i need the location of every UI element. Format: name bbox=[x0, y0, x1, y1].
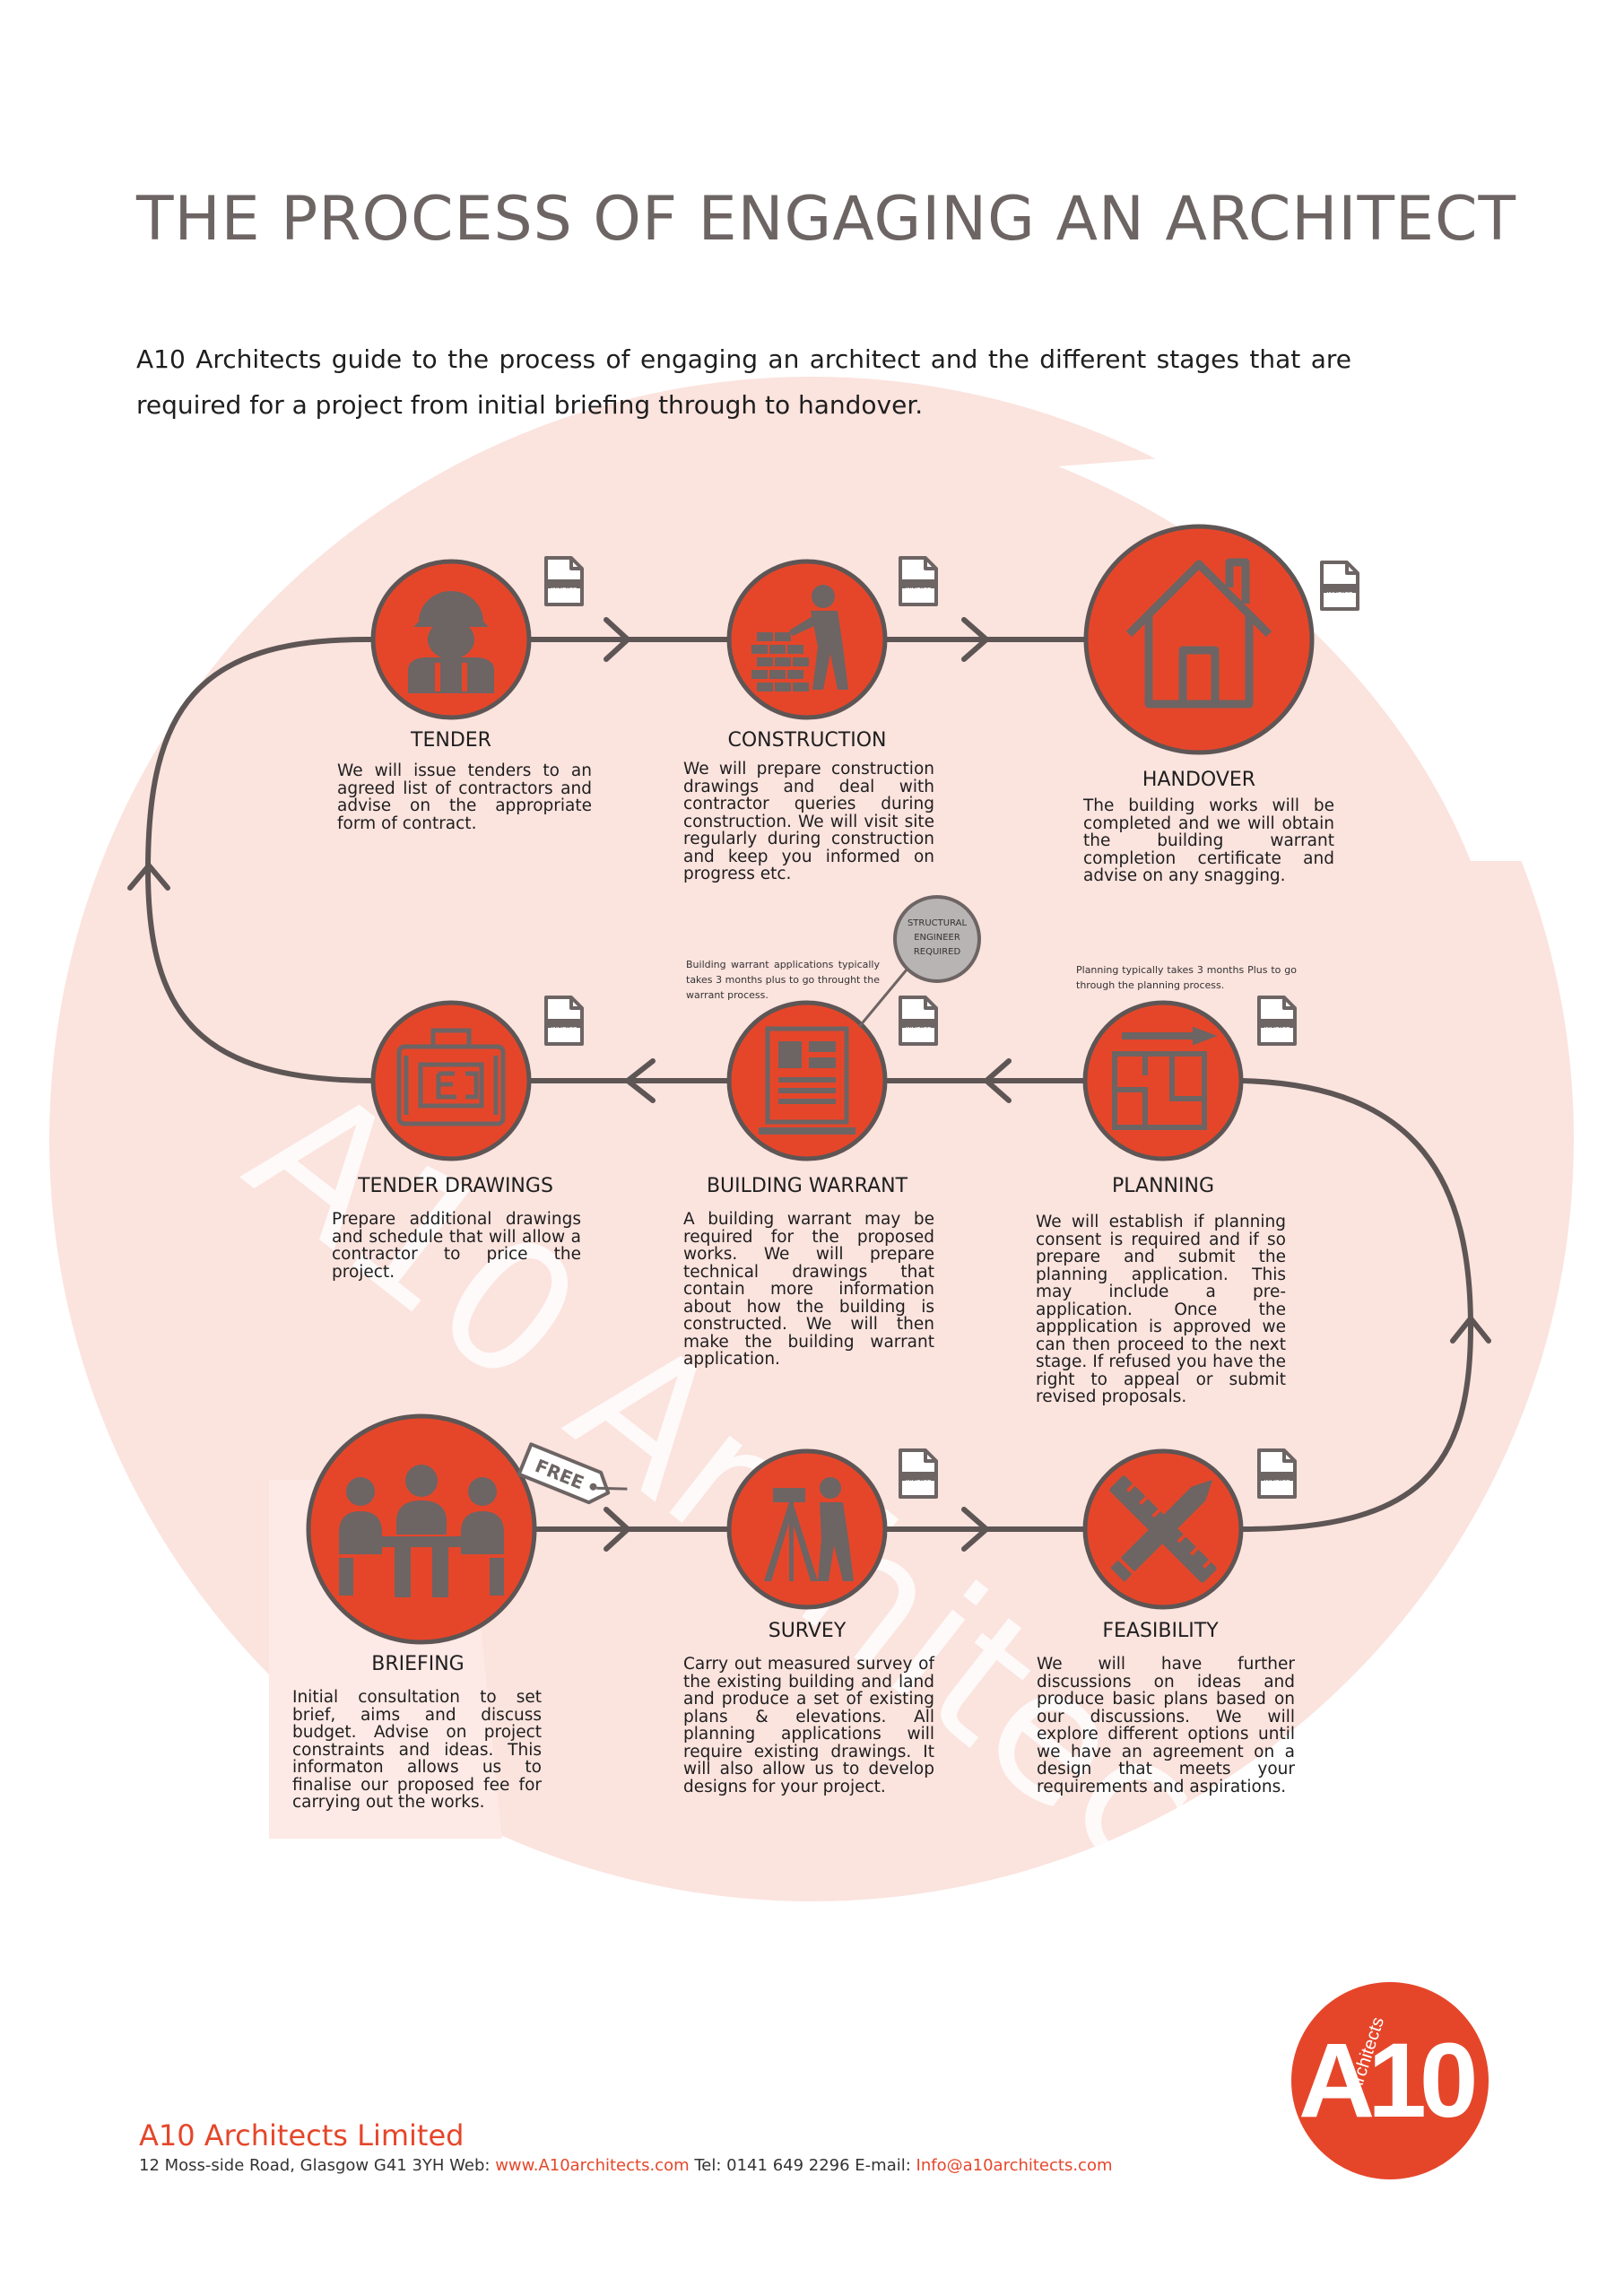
survey-title: SURVEY bbox=[768, 1620, 847, 1642]
invoice-label: INVOICE bbox=[1327, 591, 1353, 598]
construction-description: We will prepare construction drawings an… bbox=[683, 760, 934, 883]
footer-web-link[interactable]: www.A10architects.com bbox=[495, 2156, 690, 2175]
building-warrant-description: A building warrant may be required for t… bbox=[683, 1210, 934, 1369]
invoice-label: INVOICE bbox=[906, 1026, 932, 1033]
structural-engineer-badge bbox=[857, 895, 981, 1028]
footer-contact-line: 12 Moss-side Road, Glasgow G41 3YH Web: … bbox=[139, 2156, 1113, 2175]
invoice-label: INVOICE bbox=[906, 1479, 932, 1486]
handover-circle bbox=[1083, 524, 1315, 755]
building-warrant-title: BUILDING WARRANT bbox=[706, 1175, 908, 1197]
footer-tel: Tel: 0141 649 2296 E-mail: bbox=[694, 2156, 911, 2175]
tender-drawings-description: Prepare additional drawings and schedule… bbox=[332, 1210, 581, 1282]
footer-company-name: A10 Architects Limited bbox=[139, 2118, 465, 2152]
structural-engineer-label: STRUCTURAL ENGINEER REQUIRED bbox=[907, 918, 968, 957]
worker-hardhat-icon bbox=[408, 591, 494, 693]
invoice-label: INVOICE bbox=[1264, 1479, 1290, 1486]
blueprint-icon bbox=[396, 1028, 506, 1126]
a10-logo: A10 Architects bbox=[1291, 1982, 1489, 2179]
logo-main-text: A10 bbox=[1298, 2022, 1478, 2140]
tender-drawings-title: TENDER DRAWINGS bbox=[358, 1175, 553, 1197]
survey-description: Carry out measured survey of the existin… bbox=[683, 1655, 934, 1796]
briefing-title: BRIEFING bbox=[371, 1653, 465, 1675]
tender-title: TENDER bbox=[411, 729, 491, 752]
intro-text: A10 Architects guide to the process of e… bbox=[136, 344, 1351, 420]
invoice-label: INVOICE bbox=[551, 587, 578, 594]
house-icon bbox=[1125, 558, 1272, 709]
handover-description: The building works will be completed and… bbox=[1083, 796, 1334, 885]
handover-title: HANDOVER bbox=[1142, 769, 1256, 791]
survey-circle bbox=[726, 1448, 888, 1610]
floor-plan-icon bbox=[1112, 1026, 1218, 1130]
planning-note: Planning typically takes 3 months Plus t… bbox=[1076, 964, 1297, 991]
building-warrant-note: Building warrant applications typically … bbox=[686, 959, 880, 1001]
construction-title: CONSTRUCTION bbox=[727, 729, 887, 752]
invoice-label: INVOICE bbox=[551, 1026, 578, 1033]
tender-description: We will issue tenders to an agreed list … bbox=[337, 761, 592, 833]
planning-description: We will establish if planning consent is… bbox=[1036, 1213, 1286, 1406]
surveyor-icon bbox=[764, 1477, 854, 1581]
bricklayer-icon bbox=[751, 585, 848, 691]
meeting-icon bbox=[339, 1465, 504, 1597]
construction-circle bbox=[726, 559, 888, 720]
invoice-label: INVOICE bbox=[906, 587, 932, 594]
feasibility-description: We will have further discussions on idea… bbox=[1037, 1655, 1295, 1796]
feasibility-title: FEASIBILITY bbox=[1102, 1620, 1219, 1642]
planning-circle bbox=[1082, 1000, 1244, 1161]
ruler-pencil-icon bbox=[1109, 1475, 1217, 1583]
planning-title: PLANNING bbox=[1112, 1175, 1214, 1197]
stage-circles bbox=[306, 524, 1315, 1645]
invoice-label: INVOICE bbox=[1264, 1026, 1290, 1033]
tender-drawings-circle bbox=[370, 1000, 532, 1161]
page-title: THE PROCESS OF ENGAGING AN ARCHITECT bbox=[136, 184, 1517, 255]
footer-address: 12 Moss-side Road, Glasgow G41 3YH Web: bbox=[139, 2156, 491, 2175]
briefing-description: Initial consultation to set brief, aims … bbox=[292, 1688, 542, 1812]
document-plans-icon bbox=[759, 1026, 855, 1135]
footer-email-link[interactable]: Info@a10architects.com bbox=[916, 2156, 1113, 2175]
